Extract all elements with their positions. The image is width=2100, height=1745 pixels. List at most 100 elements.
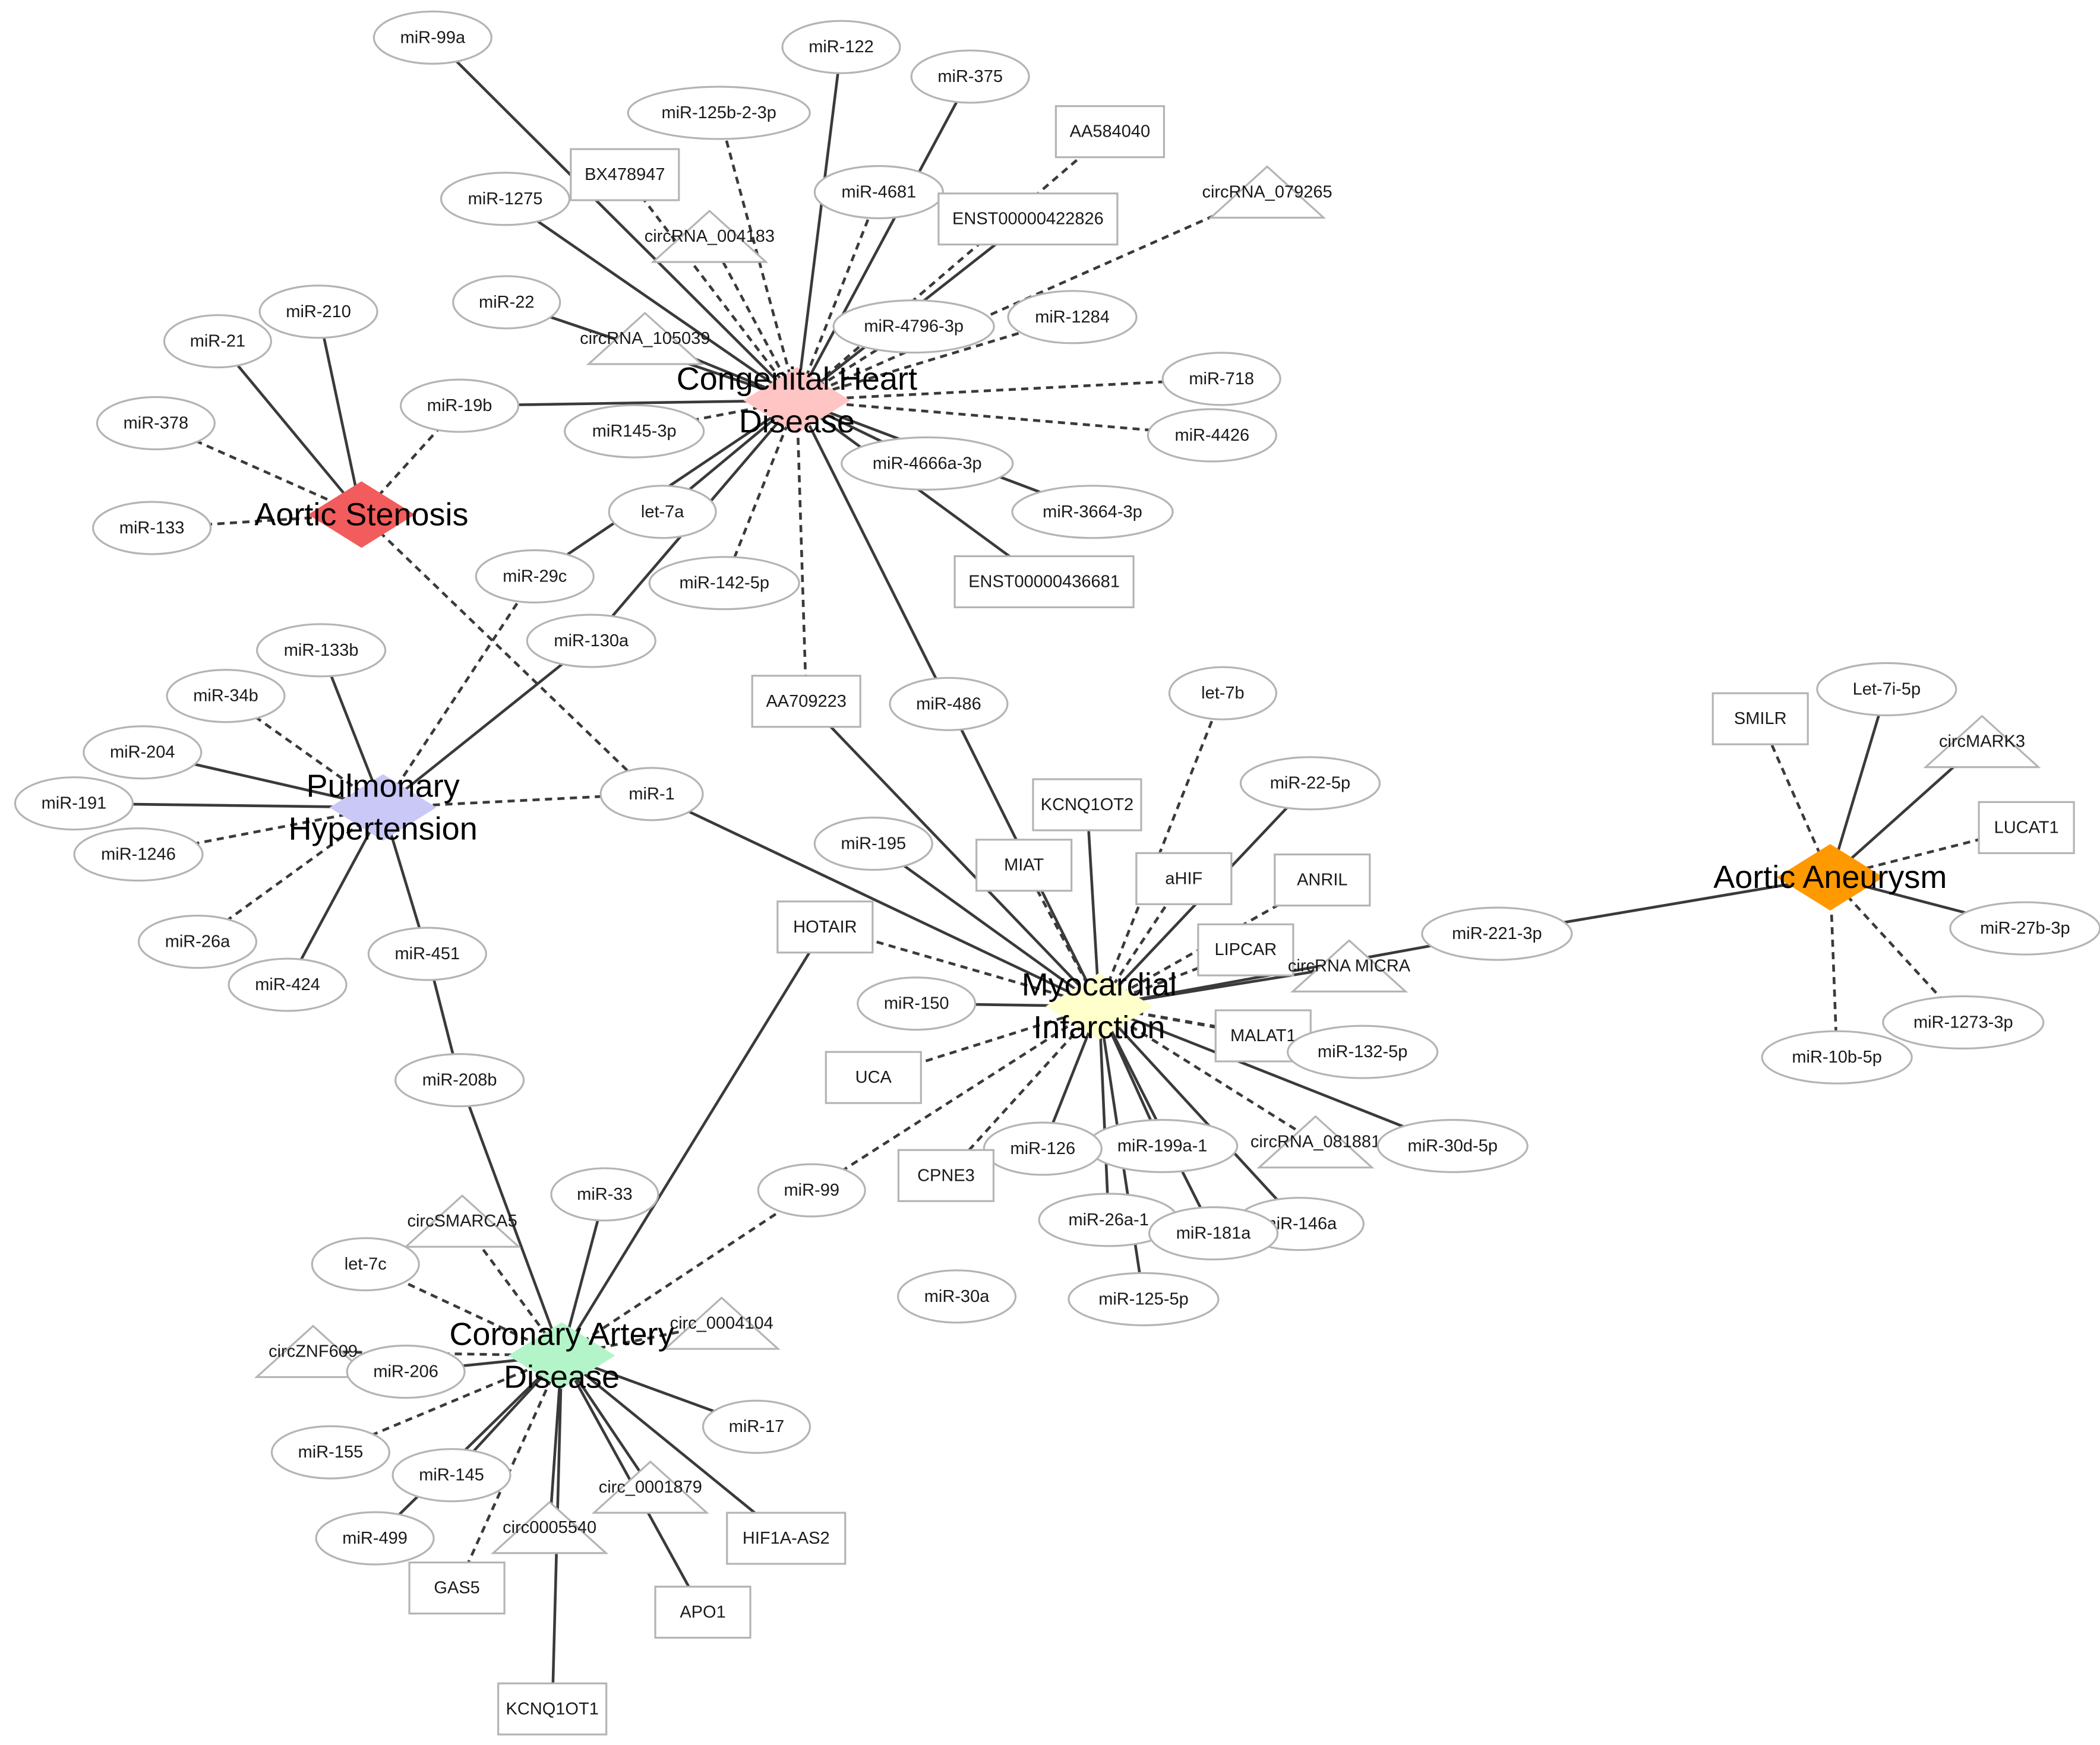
node-circznf609[interactable]: circZNF609 <box>254 1324 372 1379</box>
node-mir-486[interactable]: miR-486 <box>889 676 1009 731</box>
node-circrna-004183[interactable]: circRNA_004183 <box>645 209 775 263</box>
node-mir-181a[interactable]: miR-181a <box>1148 1206 1279 1261</box>
node-mir-195[interactable]: miR-195 <box>813 816 933 871</box>
node-mir-126[interactable]: miR-126 <box>983 1121 1103 1176</box>
node-mir-4666a-3p[interactable]: miR-4666a-3p <box>841 436 1014 491</box>
node-mir-99[interactable]: miR-99 <box>757 1163 866 1218</box>
mirna-ellipse <box>258 284 378 339</box>
node-lipcar[interactable]: LIPCAR <box>1197 923 1294 976</box>
node-let-7a[interactable]: let-7a <box>608 485 717 539</box>
node-circ-0001879[interactable]: circ_0001879 <box>591 1460 709 1514</box>
node-mir-451[interactable]: miR-451 <box>367 927 487 981</box>
node-mir-30a[interactable]: miR-30a <box>896 1269 1017 1324</box>
node-cpne3[interactable]: CPNE3 <box>897 1149 995 1202</box>
edge-chd-mir-4426 <box>797 399 1212 437</box>
node-mir-204[interactable]: miR-204 <box>83 725 203 780</box>
node-lucat1[interactable]: LUCAT1 <box>1978 801 2075 854</box>
node-enst00000422826[interactable]: ENST00000422826 <box>937 192 1119 246</box>
node-let-7i-5p[interactable]: Let-7i-5p <box>1816 662 1957 717</box>
node-mir-375[interactable]: miR-375 <box>910 49 1030 104</box>
node-mir-22-5p[interactable]: miR-22-5p <box>1239 756 1381 811</box>
node-mir-3664-3p[interactable]: miR-3664-3p <box>1011 485 1174 539</box>
node-mir-27b-3p[interactable]: miR-27b-3p <box>1949 901 2100 956</box>
node-smilr[interactable]: SMILR <box>1711 692 1809 745</box>
node-mir-10b-5p[interactable]: miR-10b-5p <box>1761 1030 1913 1085</box>
node-mir-22[interactable]: miR-22 <box>452 275 561 330</box>
node-aa584040[interactable]: AA584040 <box>1054 105 1166 159</box>
node-gas5[interactable]: GAS5 <box>408 1561 506 1615</box>
node-circrna-079265[interactable]: circRNA_079265 <box>1202 165 1332 219</box>
node-mir-21[interactable]: miR-21 <box>163 314 273 369</box>
node-mir-145[interactable]: miR-145 <box>391 1448 511 1503</box>
node-hotair[interactable]: HOTAIR <box>776 900 874 954</box>
node-mir-378[interactable]: miR-378 <box>96 396 216 451</box>
node-miat[interactable]: MIAT <box>975 839 1073 892</box>
node-circrna-micra[interactable]: circRNA MICRA <box>1288 939 1411 992</box>
node-uca[interactable]: UCA <box>825 1051 922 1104</box>
node-mir-34b[interactable]: miR-34b <box>166 669 286 723</box>
node-mir-33[interactable]: miR-33 <box>550 1167 659 1222</box>
node-mir-29c[interactable]: miR-29c <box>475 549 595 603</box>
node-circmark3[interactable]: circMARK3 <box>1923 715 2041 769</box>
node-label: circ_0004104 <box>670 1314 773 1333</box>
node-mir-4426[interactable]: miR-4426 <box>1147 408 1277 463</box>
node-mir-132-5p[interactable]: miR-132-5p <box>1287 1025 1439 1079</box>
node-mir-155[interactable]: miR-155 <box>270 1425 391 1480</box>
node-mir-150[interactable]: miR-150 <box>857 976 977 1031</box>
node-apo1[interactable]: APO1 <box>654 1585 751 1639</box>
node-hif1a-as2[interactable]: HIF1A-AS2 <box>726 1512 847 1565</box>
node-mir-1284[interactable]: miR-1284 <box>1007 290 1138 344</box>
node-kcnq1ot1[interactable]: KCNQ1OT1 <box>497 1682 608 1735</box>
node-mir-1273-3p[interactable]: miR-1273-3p <box>1882 995 2045 1049</box>
node-mir-191[interactable]: miR-191 <box>14 776 134 831</box>
node-ahif[interactable]: aHIF <box>1135 852 1233 905</box>
node-mir-4796-3p[interactable]: miR-4796-3p <box>832 299 995 354</box>
node-mir-99a[interactable]: miR-99a <box>372 10 492 65</box>
node-let-7c[interactable]: let-7c <box>311 1237 420 1292</box>
node-bx478947[interactable]: BX478947 <box>570 148 680 201</box>
disease-node-aortic-aneurysm[interactable]: Aortic Aneurysm <box>1713 844 1947 911</box>
node-mir-142-5p[interactable]: miR-142-5p <box>648 556 800 611</box>
node-circrna-081881[interactable]: circRNA_081881 <box>1250 1115 1381 1169</box>
node-let-7b[interactable]: let-7b <box>1168 666 1278 720</box>
node-mir-4681[interactable]: miR-4681 <box>813 165 944 220</box>
node-aa709223[interactable]: AA709223 <box>751 675 861 728</box>
node-mir-19b[interactable]: miR-19b <box>400 378 520 433</box>
node-mir-125b-2-3p[interactable]: miR-125b-2-3p <box>627 86 811 140</box>
node-circ0005540[interactable]: circ0005540 <box>491 1500 609 1554</box>
node-circrna-105039[interactable]: circRNA_105039 <box>580 311 710 365</box>
node-mir-1246[interactable]: miR-1246 <box>73 827 204 882</box>
node-mir-1275[interactable]: miR-1275 <box>440 172 571 226</box>
node-mir-718[interactable]: miR-718 <box>1161 352 1281 406</box>
node-mir-122[interactable]: miR-122 <box>781 20 901 74</box>
node-mir-221-3p[interactable]: miR-221-3p <box>1421 906 1573 961</box>
node-mir-206[interactable]: miR-206 <box>346 1344 466 1399</box>
node-mir-1[interactable]: miR-1 <box>599 767 704 821</box>
node-mir-30d-5p[interactable]: miR-30d-5p <box>1376 1118 1529 1174</box>
node-circ-0004104[interactable]: circ_0004104 <box>662 1296 781 1350</box>
node-mir-208b[interactable]: miR-208b <box>394 1053 525 1108</box>
node-mir145-3p[interactable]: miR145-3p <box>564 404 705 459</box>
node-label: miR-27b-3p <box>1980 919 2070 938</box>
node-mir-424[interactable]: miR-424 <box>228 957 348 1012</box>
node-mir-199a-1[interactable]: miR-199a-1 <box>1087 1118 1239 1174</box>
node-mir-499[interactable]: miR-499 <box>315 1511 435 1566</box>
disease-node-aortic-stenosis[interactable]: Aortic Stenosis <box>254 481 469 548</box>
node-mir-133[interactable]: miR-133 <box>92 501 212 555</box>
node-label: circRNA_105039 <box>580 329 710 348</box>
node-mir-133b[interactable]: miR-133b <box>256 623 387 678</box>
node-mir-125-5p[interactable]: miR-125-5p <box>1068 1272 1220 1326</box>
mirna-ellipse <box>983 1121 1103 1176</box>
node-mir-26a[interactable]: miR-26a <box>137 915 258 969</box>
node-kcnq1ot2[interactable]: KCNQ1OT2 <box>1032 778 1142 832</box>
node-circsmarca5[interactable]: circSMARCA5 <box>403 1194 522 1248</box>
node-mir-210[interactable]: miR-210 <box>258 284 378 339</box>
node-mir-130a[interactable]: miR-130a <box>526 614 656 668</box>
node-enst00000436681[interactable]: ENST00000436681 <box>953 555 1135 609</box>
node-mir-17[interactable]: miR-17 <box>702 1399 811 1454</box>
node-anril[interactable]: ANRIL <box>1274 853 1371 907</box>
